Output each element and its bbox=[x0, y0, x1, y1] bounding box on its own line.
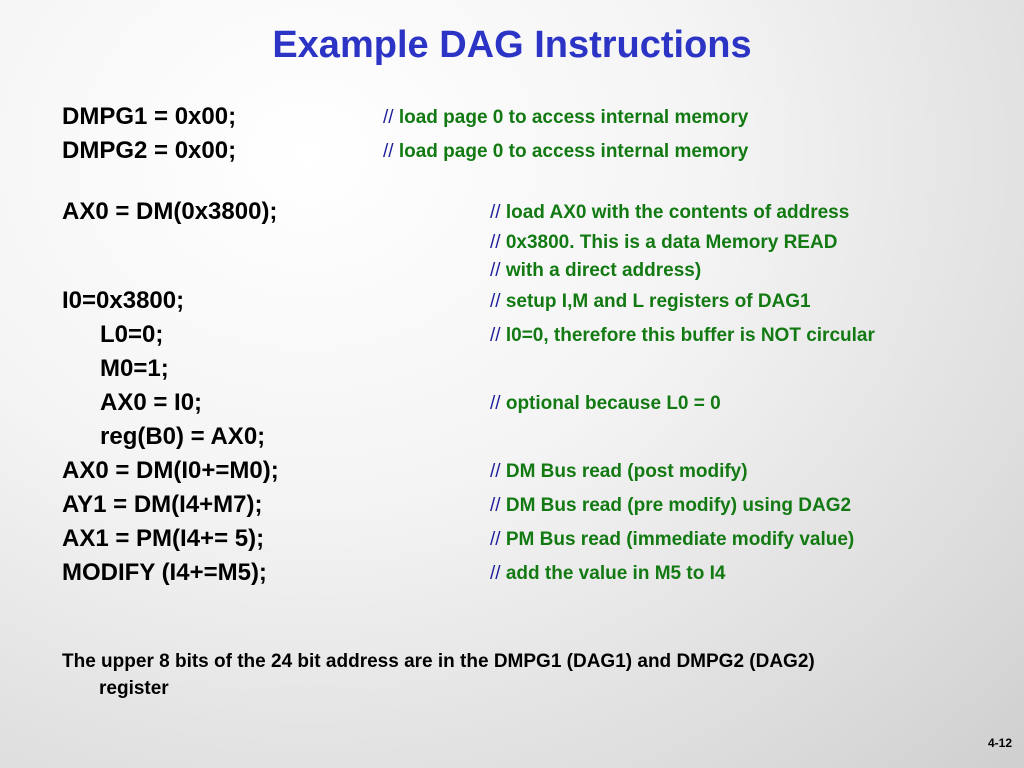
footer-line-1: The upper 8 bits of the 24 bit address a… bbox=[62, 651, 815, 672]
code-text: AX0 = DM(I0+=M0); bbox=[62, 457, 279, 484]
comment-body: add the value in M5 to I4 bbox=[505, 563, 726, 584]
comment-body: DM Bus read (pre modify) using DAG2 bbox=[505, 495, 852, 516]
comment-body: DM Bus read (post modify) bbox=[505, 461, 748, 482]
code-text: DMPG2 = 0x00; bbox=[62, 137, 237, 164]
comment-body: load AX0 with the contents of address bbox=[505, 202, 850, 223]
comment-body: PM Bus read (immediate modify value) bbox=[505, 529, 855, 550]
code-text: DMPG1 = 0x00; bbox=[62, 103, 237, 130]
comment-body: setup I,M and L registers of DAG1 bbox=[505, 291, 811, 312]
code-line: AX0 = DM(I0+=M0); // DM Bus read (post m… bbox=[0, 457, 1024, 491]
comment-text: // setup I,M and L registers of DAG1 bbox=[490, 291, 811, 313]
code-text: reg(B0) = AX0; bbox=[100, 423, 266, 450]
code-line: L0=0; // l0=0, therefore this buffer is … bbox=[0, 321, 1024, 355]
code-line: AX0 = DM(0x3800); // load AX0 with the c… bbox=[0, 198, 1024, 232]
page-number: 4-12 bbox=[987, 736, 1012, 750]
slide-title: Example DAG Instructions bbox=[272, 24, 752, 66]
comment-prefix: // bbox=[490, 260, 506, 281]
comment-text: // l0=0, therefore this buffer is NOT ci… bbox=[490, 325, 875, 347]
code-line: reg(B0) = AX0; bbox=[0, 423, 1024, 457]
comment-prefix: // bbox=[383, 107, 399, 128]
code-line: AX1 = PM(I4+= 5); // PM Bus read (immedi… bbox=[0, 525, 1024, 559]
footer-line-2: register bbox=[99, 678, 169, 699]
code-text: MODIFY (I4+=M5); bbox=[62, 559, 267, 586]
comment-text: // load AX0 with the contents of address bbox=[490, 202, 849, 224]
code-line: I0=0x3800; // setup I,M and L registers … bbox=[0, 287, 1024, 321]
code-text: AX1 = PM(I4+= 5); bbox=[62, 525, 265, 552]
comment-text: // with a direct address) bbox=[490, 260, 701, 282]
comment-text: // DM Bus read (pre modify) using DAG2 bbox=[490, 495, 851, 517]
comment-body: l0=0, therefore this buffer is NOT circu… bbox=[505, 325, 875, 346]
code-line: M0=1; bbox=[0, 355, 1024, 389]
comment-text: // DM Bus read (post modify) bbox=[490, 461, 748, 483]
comment-text: // load page 0 to access internal memory bbox=[383, 107, 748, 129]
comment-body: load page 0 to access internal memory bbox=[398, 141, 749, 162]
code-text: AX0 = I0; bbox=[100, 389, 203, 416]
code-line: AY1 = DM(I4+M7); // DM Bus read (pre mod… bbox=[0, 491, 1024, 525]
code-text: I0=0x3800; bbox=[62, 287, 185, 314]
code-text: L0=0; bbox=[100, 321, 164, 348]
code-line: // with a direct address) bbox=[0, 256, 1024, 290]
comment-text: // load page 0 to access internal memory bbox=[383, 141, 748, 163]
comment-body: with a direct address) bbox=[505, 260, 702, 281]
comment-prefix: // bbox=[490, 393, 506, 414]
code-line: DMPG2 = 0x00; // load page 0 to access i… bbox=[0, 137, 1024, 171]
code-line: AX0 = I0; // optional because L0 = 0 bbox=[0, 389, 1024, 423]
code-line: // 0x3800. This is a data Memory READ bbox=[0, 228, 1024, 262]
code-line: DMPG1 = 0x00; // load page 0 to access i… bbox=[0, 103, 1024, 137]
comment-text: // 0x3800. This is a data Memory READ bbox=[490, 232, 837, 254]
comment-prefix: // bbox=[490, 232, 506, 253]
comment-prefix: // bbox=[383, 141, 399, 162]
comment-prefix: // bbox=[490, 325, 506, 346]
code-text: AX0 = DM(0x3800); bbox=[62, 198, 278, 225]
comment-prefix: // bbox=[490, 495, 506, 516]
comment-body: 0x3800. This is a data Memory READ bbox=[505, 232, 838, 253]
comment-prefix: // bbox=[490, 291, 506, 312]
comment-prefix: // bbox=[490, 461, 506, 482]
code-text: M0=1; bbox=[100, 355, 169, 382]
comment-body: optional because L0 = 0 bbox=[505, 393, 721, 414]
footer-note: The upper 8 bits of the 24 bit address a… bbox=[62, 648, 982, 702]
comment-prefix: // bbox=[490, 563, 506, 584]
comment-text: // optional because L0 = 0 bbox=[490, 393, 721, 415]
comment-text: // PM Bus read (immediate modify value) bbox=[490, 529, 854, 551]
code-text: AY1 = DM(I4+M7); bbox=[62, 491, 263, 518]
comment-prefix: // bbox=[490, 529, 506, 550]
comment-body: load page 0 to access internal memory bbox=[398, 107, 749, 128]
comment-text: // add the value in M5 to I4 bbox=[490, 563, 725, 585]
code-line: MODIFY (I4+=M5); // add the value in M5 … bbox=[0, 559, 1024, 593]
comment-prefix: // bbox=[490, 202, 506, 223]
